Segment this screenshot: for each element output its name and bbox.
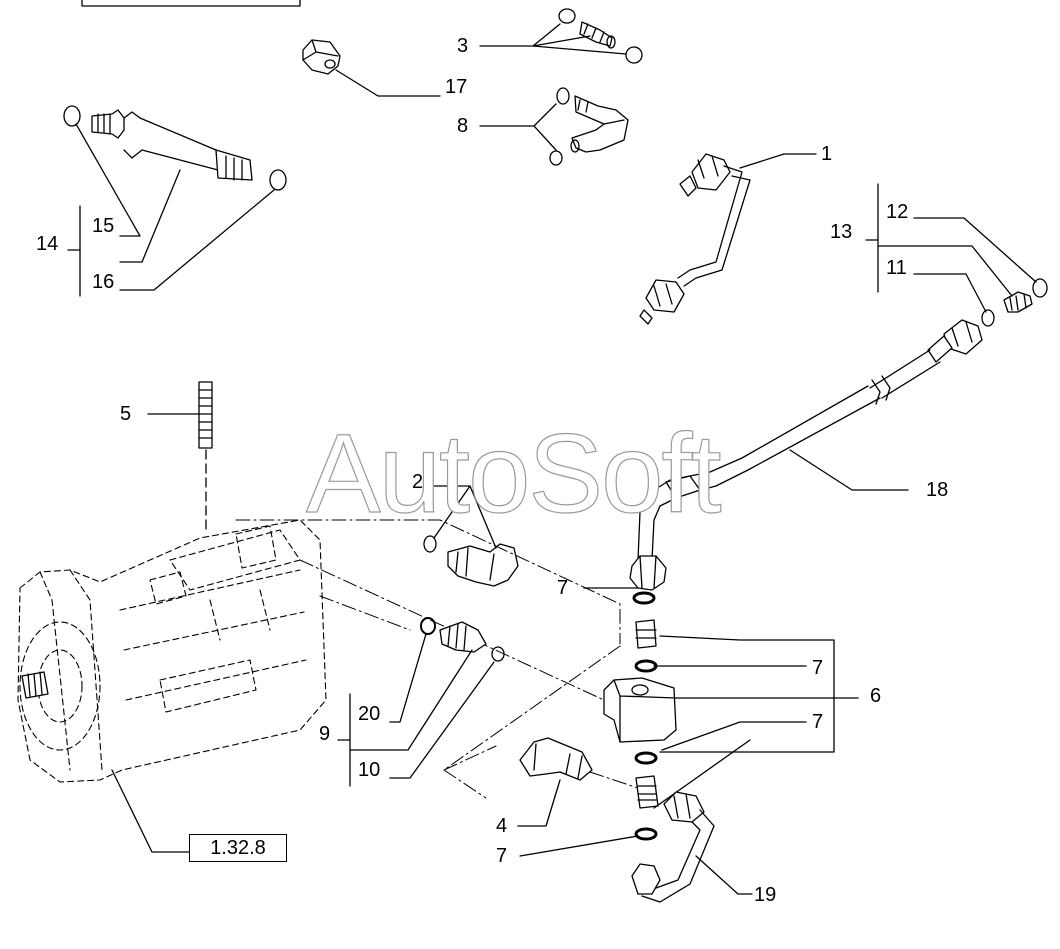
leader-15 <box>75 123 141 237</box>
leader-10b <box>389 661 495 779</box>
bracket-13 <box>865 183 879 293</box>
elbow-4 <box>519 737 593 781</box>
elbow-8 <box>549 87 629 166</box>
nipple-6a <box>635 619 657 649</box>
callout-11[interactable]: 11 <box>886 257 907 279</box>
leader-10a <box>349 649 473 751</box>
leader-16a <box>119 169 181 263</box>
callout-1[interactable]: 1 <box>821 143 833 165</box>
callout-7[interactable]: 7 <box>812 711 824 733</box>
elbow-2 <box>423 535 519 587</box>
leader-16b <box>119 189 275 291</box>
leader-3 <box>479 23 627 55</box>
leader-17 <box>335 69 441 97</box>
callout-3[interactable]: 3 <box>457 35 469 57</box>
bracket-9 <box>337 693 351 787</box>
pump-shaft <box>21 671 49 699</box>
leader-19 <box>695 855 753 895</box>
callout-7[interactable]: 7 <box>812 657 824 679</box>
leader-12 <box>913 217 1037 283</box>
nipple-6b <box>635 775 659 809</box>
pump-outline <box>17 519 327 783</box>
callout-4[interactable]: 4 <box>496 815 508 837</box>
pipe-1 <box>639 153 751 325</box>
leader-11 <box>913 273 987 313</box>
reference-box[interactable]: 1.32.8 <box>189 834 287 862</box>
orings-7 <box>632 591 658 841</box>
callout-19[interactable]: 19 <box>754 884 777 906</box>
pipe-19 <box>631 791 715 903</box>
union-13 <box>981 278 1048 327</box>
callout-9[interactable]: 9 <box>319 723 331 745</box>
callout-16[interactable]: 16 <box>92 271 115 293</box>
callout-15[interactable]: 15 <box>92 215 115 237</box>
callout-20[interactable]: 20 <box>358 703 381 725</box>
frame-fragment <box>81 0 301 7</box>
leader-8 <box>479 103 557 151</box>
leader-1 <box>739 153 817 169</box>
leader-18 <box>789 449 909 491</box>
callout-14[interactable]: 14 <box>36 233 59 255</box>
callout-8[interactable]: 8 <box>457 115 469 137</box>
nut-17 <box>302 39 341 75</box>
callout-7[interactable]: 7 <box>557 577 569 599</box>
callout-7[interactable]: 7 <box>496 845 508 867</box>
stud-5 <box>198 381 213 449</box>
leader-12b <box>877 245 1013 297</box>
union-3 <box>558 8 643 64</box>
callout-6[interactable]: 6 <box>870 685 882 707</box>
fitting-14 <box>63 105 287 191</box>
callout-17[interactable]: 17 <box>445 76 468 98</box>
leader-7e <box>519 835 639 857</box>
leader-7c <box>661 721 807 751</box>
leader-4 <box>517 779 561 827</box>
callout-18[interactable]: 18 <box>926 479 949 501</box>
callout-2[interactable]: 2 <box>412 471 424 493</box>
leader-2 <box>433 485 497 549</box>
bracket-6 <box>659 635 835 753</box>
callout-10[interactable]: 10 <box>358 759 381 781</box>
callout-5[interactable]: 5 <box>120 403 132 425</box>
fitting-9 <box>420 617 505 662</box>
pipe-18 <box>629 319 983 591</box>
leader-20 <box>389 633 427 723</box>
block-6 <box>603 677 677 743</box>
callout-13[interactable]: 13 <box>830 221 853 243</box>
leader-7d <box>653 739 751 809</box>
callout-12[interactable]: 12 <box>886 201 909 223</box>
construction-lines <box>235 519 639 799</box>
leader-ref <box>111 769 190 853</box>
